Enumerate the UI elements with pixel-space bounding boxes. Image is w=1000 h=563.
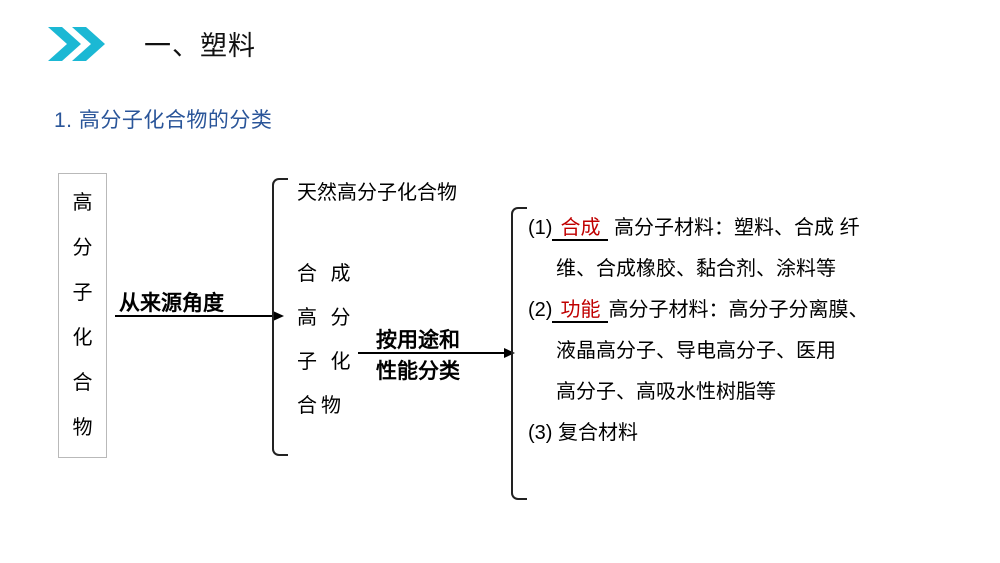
section-subtitle: 1. 高分子化合物的分类 <box>54 109 273 132</box>
source-box-char: 高 <box>72 191 93 214</box>
list-item-continuation: 维、合成橡胶、黏合剂、涂料等 <box>556 258 836 280</box>
source-box-char: 子 <box>72 281 93 304</box>
item-marker: (2) <box>528 299 553 321</box>
arrow1-label: 从来源角度 <box>119 292 224 315</box>
middle-item-synthetic-line: 合 成 <box>297 263 355 285</box>
double-chevron-right-icon <box>48 26 110 61</box>
source-box-char: 合 <box>72 372 93 395</box>
bracket-right <box>511 207 527 500</box>
fill-in-blank-answer: 合成 <box>552 218 609 241</box>
arrow-head-icon <box>273 311 284 321</box>
arrow-line <box>358 352 506 354</box>
list-item-continuation: 高分子、高吸水性树脂等 <box>556 381 776 403</box>
list-item: (3) 复合材料 <box>528 413 978 454</box>
arrow2-label-above: 按用途和 <box>376 329 460 352</box>
source-box-char: 化 <box>72 327 93 350</box>
page-title: 一、塑料 <box>144 31 256 61</box>
middle-item-natural: 天然高分子化合物 <box>297 182 457 204</box>
arrow2-label-below: 性能分类 <box>376 360 460 383</box>
source-box-char: 物 <box>72 417 93 440</box>
list-item: (1)合成 高分子材料：塑料、合成 纤 <box>528 208 978 249</box>
list-item-continuation: 液晶高分子、导电高分子、医用 <box>556 340 836 362</box>
middle-spacer <box>297 205 517 257</box>
middle-column: 天然高分子化合物 合 成 高 分 子 化 合物 <box>297 176 517 433</box>
item-marker: (1) <box>528 217 553 239</box>
middle-item-synthetic-line: 子 化 <box>297 351 355 373</box>
middle-item-synthetic-line: 合物 <box>297 395 345 417</box>
item-marker: (3) <box>528 422 553 444</box>
bracket-middle <box>272 178 288 456</box>
arrow-head-icon <box>504 348 515 358</box>
fill-in-blank-answer: 功能 <box>552 300 609 323</box>
slide-header: 一、塑料 <box>48 24 256 63</box>
middle-item-synthetic-line: 高 分 <box>297 307 355 329</box>
item-text: 高分子材料：高分子分离膜、 <box>608 299 869 321</box>
item-text: 复合材料 <box>558 422 639 444</box>
source-box-char: 分 <box>72 236 93 259</box>
source-box: 高 分 子 化 合 物 <box>58 173 107 458</box>
item-text: 高分子材料：塑料、合成 纤 <box>614 217 860 239</box>
arrow-line <box>115 315 275 317</box>
right-column: (1)合成 高分子材料：塑料、合成 纤 维、合成橡胶、黏合剂、涂料等 (2)功能… <box>528 208 978 454</box>
list-item: (2)功能高分子材料：高分子分离膜、 <box>528 290 978 331</box>
